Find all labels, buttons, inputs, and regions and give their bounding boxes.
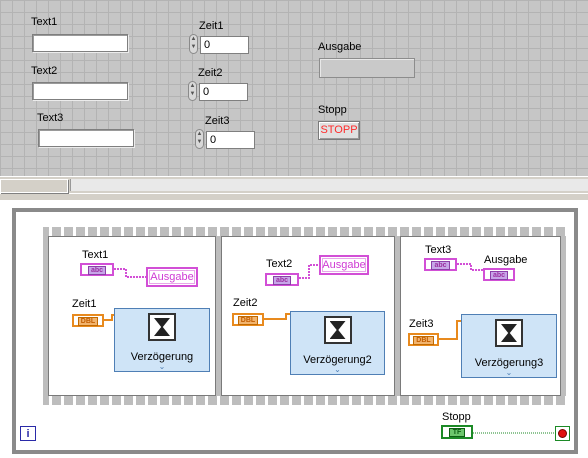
wait-function-2[interactable]: Verzögerung2 ⌄ xyxy=(290,311,385,375)
string-type-icon: abc xyxy=(272,276,292,285)
sequence-divider xyxy=(216,236,221,396)
expand-chevron-icon[interactable]: ⌄ xyxy=(505,368,513,377)
text3-control[interactable] xyxy=(38,129,134,147)
zeit1-label: Zeit1 xyxy=(199,20,224,32)
string-type-icon: abc xyxy=(431,261,450,270)
text3-string-terminal[interactable]: abc xyxy=(424,258,457,271)
wait-label-2: Verzögerung2 xyxy=(303,354,372,366)
wait-label-1: Verzögerung xyxy=(130,351,194,363)
horizontal-scrollbar[interactable] xyxy=(0,176,588,193)
zeit3-increment-decrement[interactable]: ▲▼ xyxy=(195,129,204,149)
sequence-film-top xyxy=(43,227,566,236)
string-type-icon: abc xyxy=(489,271,509,280)
tf-type-icon: TF xyxy=(448,428,466,437)
text3-terminal-label: Text3 xyxy=(425,244,452,256)
ausgabe-indicator-terminal-3[interactable]: abc xyxy=(483,268,515,281)
zeit3-control[interactable]: 0 xyxy=(206,131,255,149)
zeit2-label: Zeit2 xyxy=(198,67,223,79)
iteration-terminal[interactable]: i xyxy=(20,426,36,441)
scrollbar-thumb[interactable] xyxy=(0,179,68,193)
text2-terminal-label: Text2 xyxy=(266,258,293,270)
zeit3-numeric-terminal[interactable]: DBL xyxy=(408,333,439,346)
wait-function-3[interactable]: Verzögerung3 ⌄ xyxy=(461,314,557,378)
string-wire[interactable] xyxy=(457,261,485,273)
dbl-type-icon: DBL xyxy=(77,317,99,326)
zeit1-terminal-label: Zeit1 xyxy=(72,298,97,310)
boolean-wire[interactable] xyxy=(473,430,557,436)
zeit3-label: Zeit3 xyxy=(205,115,230,127)
ausgabe-indicator xyxy=(319,58,415,78)
stopp-label: Stopp xyxy=(318,104,347,116)
ausgabe-indicator-terminal-2[interactable]: Ausgabe xyxy=(319,255,369,275)
zeit1-increment-decrement[interactable]: ▲▼ xyxy=(189,34,198,54)
dbl-type-icon: DBL xyxy=(237,316,259,325)
stopp-button[interactable]: STOPP xyxy=(318,121,360,140)
string-wire[interactable] xyxy=(114,266,148,280)
zeit2-increment-decrement[interactable]: ▲▼ xyxy=(188,81,197,101)
zeit2-numeric-terminal[interactable]: DBL xyxy=(232,313,264,326)
text2-string-terminal[interactable]: abc xyxy=(265,273,299,286)
hourglass-icon xyxy=(148,313,176,341)
string-type-icon: abc xyxy=(87,266,107,275)
sequence-film-bottom xyxy=(43,396,566,405)
hourglass-icon xyxy=(323,316,352,344)
zeit2-control[interactable]: 0 xyxy=(199,83,248,101)
scrollbar-track[interactable] xyxy=(70,179,588,191)
expand-chevron-icon[interactable]: ⌄ xyxy=(158,362,166,371)
wait-label-3: Verzögerung3 xyxy=(474,357,544,369)
sequence-divider xyxy=(395,236,400,396)
text1-control[interactable] xyxy=(32,34,128,52)
zeit3-terminal-label: Zeit3 xyxy=(409,318,434,330)
wait-function-1[interactable]: Verzögerung ⌄ xyxy=(114,308,210,372)
zeit1-control[interactable]: 0 xyxy=(200,36,249,54)
text1-string-terminal[interactable]: abc xyxy=(80,263,114,276)
ausgabe-local-label: Ausgabe xyxy=(484,254,528,266)
front-panel: Text1 Text2 Text3 Zeit1 ▲▼ 0 Zeit2 ▲▼ 0 … xyxy=(0,0,588,176)
text3-label: Text3 xyxy=(37,112,64,124)
text1-label: Text1 xyxy=(31,16,58,28)
text2-control[interactable] xyxy=(32,82,128,100)
block-diagram: Text1 abc Ausgabe Zeit1 DBL Verzögerung … xyxy=(0,200,588,458)
hourglass-icon xyxy=(495,319,523,347)
zeit2-terminal-label: Zeit2 xyxy=(233,297,258,309)
window-divider xyxy=(0,194,588,200)
dbl-type-icon: DBL xyxy=(413,336,434,345)
loop-condition-stop-icon[interactable] xyxy=(555,426,570,441)
stopp-terminal-label: Stopp xyxy=(442,411,471,423)
ausgabe-label: Ausgabe xyxy=(318,41,362,53)
string-wire[interactable] xyxy=(299,263,321,281)
zeit1-numeric-terminal[interactable]: DBL xyxy=(72,314,104,327)
text1-terminal-label: Text1 xyxy=(82,249,109,261)
expand-chevron-icon[interactable]: ⌄ xyxy=(334,365,341,374)
ausgabe-indicator-terminal-1[interactable]: Ausgabe xyxy=(146,267,198,287)
stopp-boolean-terminal[interactable]: TF xyxy=(441,425,473,439)
text2-label: Text2 xyxy=(31,65,58,77)
